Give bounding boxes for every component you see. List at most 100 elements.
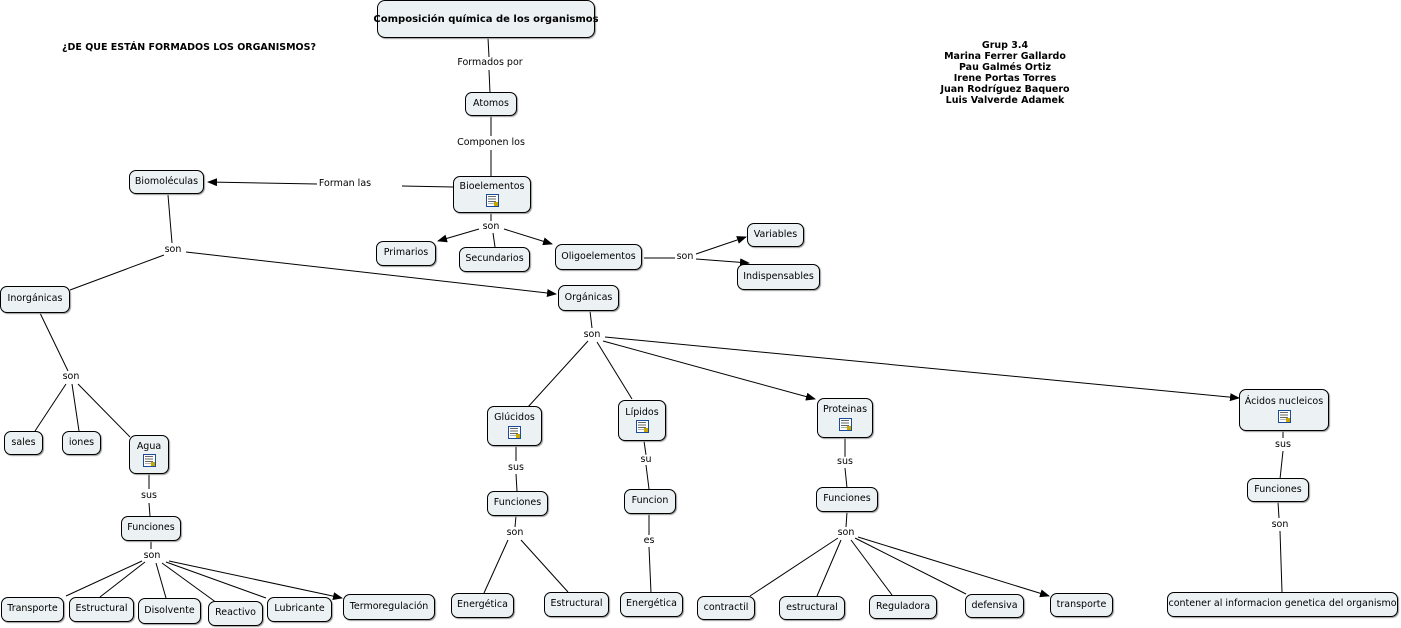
link-label-forman-las: Forman las: [317, 177, 373, 190]
concept-funcion-lipidos[interactable]: Funcion: [624, 489, 676, 514]
link-label-son: son: [481, 220, 501, 233]
concept-funciones-agua[interactable]: Funciones: [121, 516, 181, 541]
concept-iones[interactable]: iones: [62, 431, 101, 455]
concept-termorregulacion[interactable]: Termoregulación: [343, 594, 435, 620]
concept-acidos-nucleicos[interactable]: Ácidos nucleicos: [1239, 389, 1329, 431]
concept-label: Orgánicas: [564, 291, 613, 303]
concept-funciones-glucidos[interactable]: Funciones: [487, 491, 548, 516]
document-resource-icon[interactable]: [508, 425, 521, 439]
concept-label: Glúcidos: [494, 412, 535, 424]
credits-block: Grup 3.4 Marina Ferrer Gallardo Pau Galm…: [940, 40, 1069, 106]
concept-primarios[interactable]: Primarios: [376, 241, 436, 266]
link-label-son: son: [163, 243, 183, 256]
concept-label: Reactivo: [215, 607, 256, 619]
concept-glucidos[interactable]: Glúcidos: [487, 406, 542, 446]
concept-label: Indispensables: [743, 270, 814, 282]
concept-label: Composición química de los organismos: [373, 13, 599, 25]
concept-label: Biomoléculas: [134, 175, 199, 187]
link-label-son: son: [836, 526, 856, 539]
concept-label: Funcion: [631, 495, 669, 507]
concept-funciones-acidos[interactable]: Funciones: [1247, 478, 1309, 502]
concept-label: sales: [11, 436, 36, 448]
link-label-su: su: [639, 453, 653, 466]
document-resource-icon[interactable]: [635, 420, 649, 434]
concept-defensiva[interactable]: defensiva: [965, 594, 1024, 618]
concept-energetica-lipidos[interactable]: Energética: [620, 592, 683, 617]
concept-organicas[interactable]: Orgánicas: [558, 285, 619, 311]
concept-label: Energética: [457, 599, 508, 611]
concept-label: Ácidos nucleicos: [1244, 396, 1324, 408]
concept-label: Secundarios: [465, 253, 524, 265]
concept-indispensables[interactable]: Indispensables: [737, 264, 820, 290]
main-question: ¿DE QUE ESTÁN FORMADOS LOS ORGANISMOS?: [62, 42, 316, 53]
concept-bioelementos[interactable]: Bioelementos: [453, 176, 531, 213]
concept-reactivo[interactable]: Reactivo: [208, 601, 263, 626]
concept-inorganicas[interactable]: Inorgánicas: [0, 286, 70, 313]
concept-label: Inorgánicas: [7, 293, 63, 305]
concept-label: Funciones: [127, 522, 175, 534]
link-label-sus: sus: [1274, 438, 1292, 451]
link-label-es: es: [642, 534, 656, 547]
link-label-sus: sus: [140, 489, 158, 502]
concept-label: Bioelementos: [459, 180, 525, 192]
concept-label: Funciones: [1254, 483, 1302, 495]
concept-transporte[interactable]: Transporte: [1, 597, 64, 622]
concept-estructural-agua[interactable]: Estructural: [69, 597, 134, 622]
document-resource-icon[interactable]: [485, 194, 499, 208]
concept-label: Energética: [626, 598, 677, 610]
concept-agua[interactable]: Agua: [129, 435, 169, 474]
concept-label: estructural: [786, 601, 838, 613]
concept-label: transporte: [1056, 598, 1107, 610]
link-label-sus: sus: [836, 455, 854, 468]
concept-lipidos[interactable]: Lípidos: [618, 400, 666, 441]
credits-line: Juan Rodríguez Baquero: [940, 84, 1070, 95]
concept-composicion[interactable]: Composición química de los organismos: [373, 0, 599, 38]
credits-line: Grup 3.4: [981, 40, 1029, 51]
concept-label: Funciones: [493, 497, 542, 509]
concept-biomoleculas[interactable]: Biomoléculas: [129, 170, 204, 194]
concept-label: Disolvente: [144, 604, 195, 616]
concept-label: Funciones: [823, 493, 871, 505]
concept-reguladora[interactable]: Reguladora: [869, 595, 937, 619]
concept-estructural-glucidos[interactable]: Estructural: [544, 592, 609, 617]
concept-label: contener al informacion genetica del org…: [1168, 598, 1397, 610]
link-label-son: son: [675, 250, 695, 263]
concept-funciones-proteinas[interactable]: Funciones: [816, 487, 878, 512]
concept-atomos[interactable]: Atomos: [465, 92, 517, 116]
link-label-son: son: [582, 328, 602, 341]
concept-transporte-proteinas[interactable]: transporte: [1050, 593, 1113, 617]
link-label-formados-por: Formados por: [456, 56, 524, 69]
concept-label: contractil: [703, 601, 749, 613]
concept-label: Proteinas: [822, 404, 868, 416]
concept-label: defensiva: [971, 599, 1018, 611]
concept-label: Primarios: [383, 247, 429, 259]
concept-sales[interactable]: sales: [4, 431, 43, 455]
document-resource-icon[interactable]: [838, 417, 852, 431]
concept-informacion-genetica[interactable]: contener al informacion genetica del org…: [1167, 592, 1398, 617]
concept-label: iones: [68, 436, 95, 448]
concept-disolvente[interactable]: Disolvente: [138, 598, 201, 624]
concept-variables[interactable]: Variables: [747, 223, 804, 247]
link-label-componen-los: Componen los: [456, 136, 526, 149]
concept-label: Reguladora: [875, 600, 931, 612]
concept-oligoelementos[interactable]: Oligoelementos: [555, 244, 642, 270]
credits-line: Pau Galmés Ortiz: [958, 62, 1052, 73]
concept-proteinas[interactable]: Proteinas: [817, 398, 873, 438]
concept-secundarios[interactable]: Secundarios: [459, 247, 530, 272]
concept-label: Agua: [136, 440, 162, 452]
concept-label: Termoregulación: [349, 600, 429, 612]
link-label-son: son: [505, 526, 525, 539]
concept-estructural-proteinas[interactable]: estructural: [779, 596, 845, 620]
document-resource-icon[interactable]: [142, 454, 156, 468]
credits-line: Luis Valverde Adamek: [945, 95, 1065, 106]
concept-label: Estructural: [75, 603, 128, 615]
link-label-son: son: [142, 549, 162, 562]
concept-lubricante[interactable]: Lubricante: [267, 597, 332, 622]
concept-energetica-glucidos[interactable]: Energética: [451, 593, 514, 618]
concept-label: Atomos: [473, 97, 509, 109]
document-resource-icon[interactable]: [1277, 409, 1291, 423]
link-label-sus: sus: [507, 461, 525, 474]
concept-contractil[interactable]: contractil: [697, 596, 755, 620]
concept-label: Estructural: [550, 598, 603, 610]
link-label-son: son: [61, 370, 81, 383]
